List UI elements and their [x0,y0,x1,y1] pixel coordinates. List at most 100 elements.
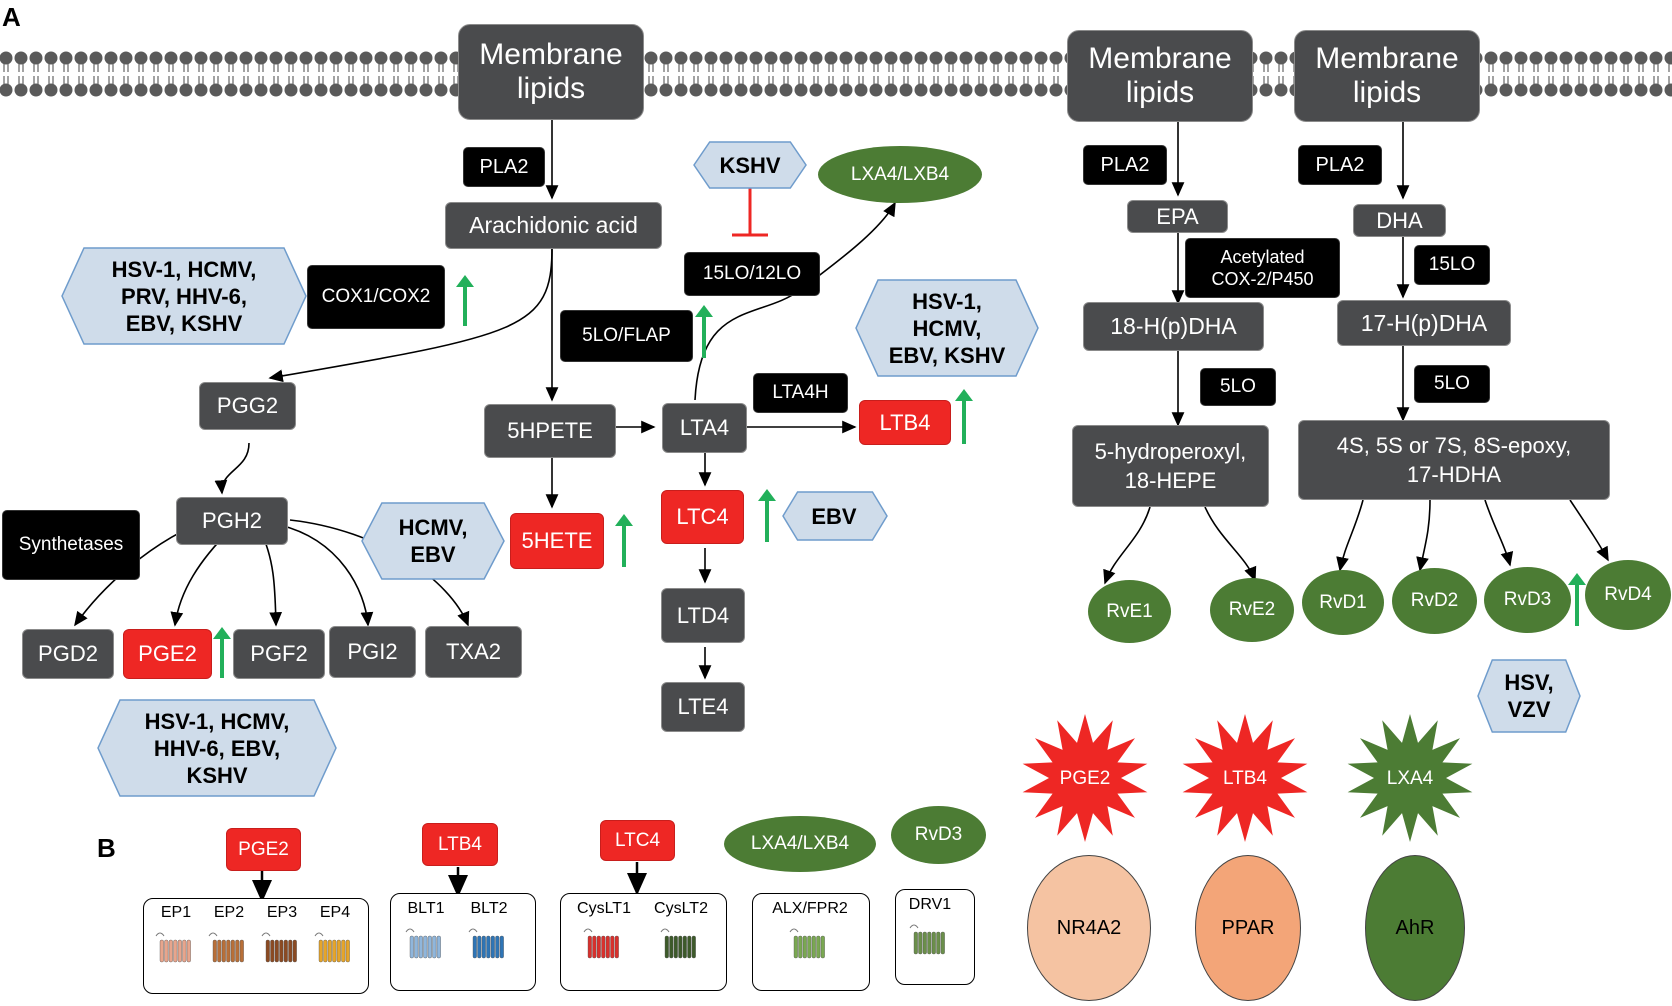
lipid-head [1274,83,1288,97]
lipid-head [0,51,13,65]
node-lta4: LTA4 [662,403,747,453]
starburst-pge2 [1022,714,1148,842]
virus-label-ltb4: HSV-1, HCMV, EBV, KSHV [888,288,1006,368]
lipid-head [644,51,658,65]
lipid-head [434,51,448,65]
lipid-head [809,51,823,65]
lipid-head [1649,51,1663,65]
lipid-tail [933,64,939,84]
lipid-tail [1638,64,1644,84]
node-pgh2: PGH2 [176,497,288,545]
lipid-head [1019,83,1033,97]
hexagon-cox [61,247,307,345]
lipid-tail [273,64,279,84]
lipid-head [44,83,58,97]
virus-label-rvd: HSV, VZV [1504,670,1554,722]
lipid-head [74,51,88,65]
node-txa2: TXA2 [425,626,522,678]
node-ltd4: LTD4 [661,588,745,643]
enzyme-15lo-dha: 15LO [1414,245,1490,285]
lipid-head [59,51,73,65]
lipid-head [134,51,148,65]
virus-label-hete: HCMV, EBV [398,515,468,567]
lipid-head [854,51,868,65]
lipid-tail [1038,64,1044,84]
lipid-head [1619,83,1633,97]
lipid-head [1619,51,1633,65]
lipid-tail [918,64,924,84]
lipid-head [164,83,178,97]
hexagon-rvd [1477,659,1581,733]
lipid-head [779,83,793,97]
lipid-head [359,51,373,65]
lipid-tail [123,64,129,84]
lipid-head [164,51,178,65]
lipid-tail [1548,64,1554,84]
lipid-head [1604,51,1618,65]
receptor-ligand-pge2: PGE2 [226,828,301,871]
lipid-head [749,83,763,97]
lipid-tail [1053,64,1059,84]
lipid-tail [1503,64,1509,84]
lipid-tail [333,64,339,84]
lipid-head [209,51,223,65]
lipid-tail [1263,64,1269,84]
lipid-tail [3,64,9,84]
gpcr-icon [468,928,504,959]
lipid-head [1604,83,1618,97]
node-lxa4-lxb4: LXA4/LXB4 [818,146,982,203]
lipid-head [1034,51,1048,65]
lipid-tail [378,64,384,84]
enzyme-pla2-aa: PLA2 [463,147,545,187]
lipid-head [404,83,418,97]
lipid-head [29,51,43,65]
gpcr-icon [583,928,619,959]
enzyme-5lo-epa: 5LO [1200,368,1276,406]
lipid-head [1544,83,1558,97]
lipid-tail [873,64,879,84]
lipid-head [314,83,328,97]
lipid-head [374,51,388,65]
lipid-head [884,51,898,65]
lipid-head [224,83,238,97]
lipid-tail [423,64,429,84]
virus-label-cox: HSV-1, HCMV, PRV, HHV-6, EBV, KSHV [111,256,257,336]
node-lte4: LTE4 [661,682,745,732]
lipid-head [254,51,268,65]
lipid-head [839,51,853,65]
upregulation-arrow-cox [456,275,474,326]
lipid-tail [828,64,834,84]
lipid-tail [1608,64,1614,84]
lipid-head [779,51,793,65]
lipid-head [209,83,223,97]
lipid-tail [798,64,804,84]
lipid-head [899,51,913,65]
lipid-head [704,51,718,65]
lipid-head [239,83,253,97]
lipid-head [1049,51,1063,65]
node-5hpete: 5HPETE [484,404,616,458]
lipid-head [764,51,778,65]
lipid-head [1589,83,1603,97]
receptor-ligand-ltc4: LTC4 [600,820,675,861]
node-18-hpdha: 18-H(p)DHA [1083,302,1264,351]
receptor-ligand-rvd3: RvD3 [891,806,986,864]
lipid-tail [813,64,819,84]
lipid-head [959,51,973,65]
lipid-head [119,51,133,65]
node-pgf2: PGF2 [233,629,325,679]
lipid-tail [978,64,984,84]
lipid-tail [903,64,909,84]
lipid-head [884,83,898,97]
hexagon-hete [361,502,505,580]
lipid-tail [738,64,744,84]
hexagon-ltc4 [782,491,888,541]
upregulation-arrow-flap [695,305,713,358]
lipid-head [14,83,28,97]
receptor-label-cyslt2: CysLT2 [654,900,708,917]
receptor-label-drv1: DRV1 [908,896,952,913]
virus-label-pge2: HSV-1, HCMV, HHV-6, EBV, KSHV [144,708,290,788]
lipid-tail [318,64,324,84]
lipid-head [269,51,283,65]
lipid-head [89,83,103,97]
